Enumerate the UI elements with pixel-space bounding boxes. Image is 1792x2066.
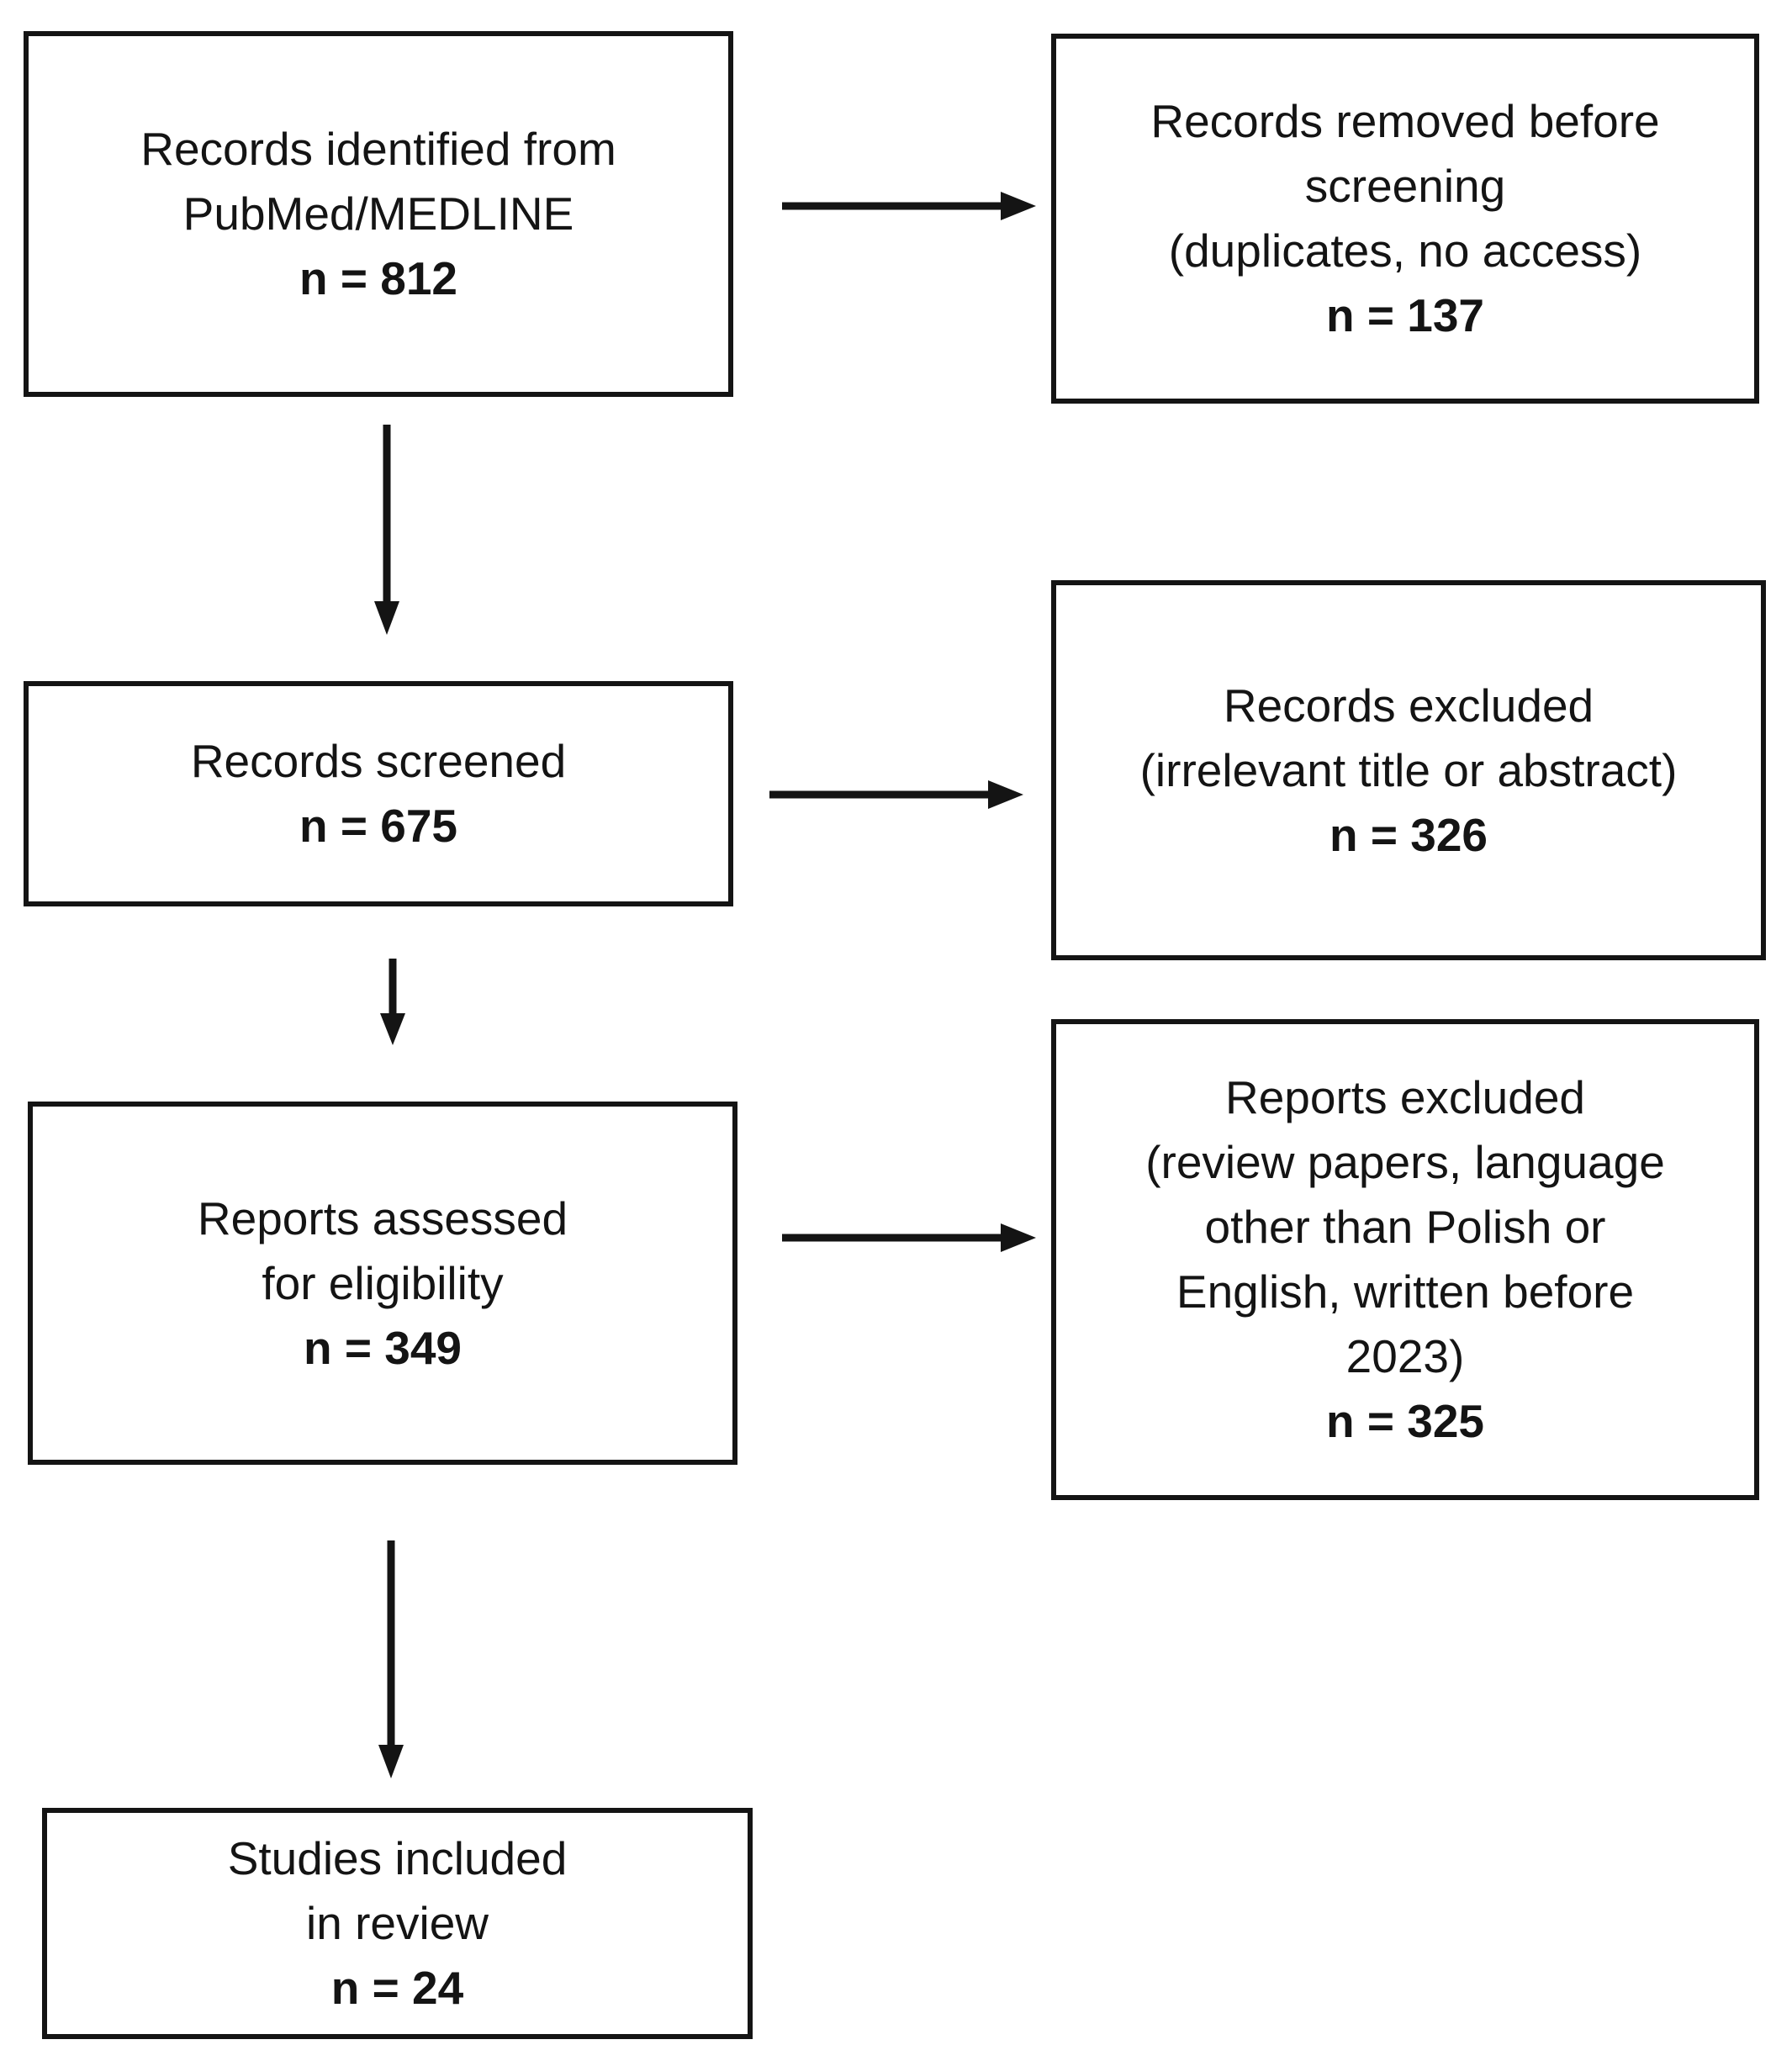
- box-text-line: 2023): [1345, 1330, 1465, 1382]
- box-text-line: PubMed/MEDLINE: [182, 188, 574, 240]
- box-text-line: in review: [305, 1897, 489, 1949]
- box-text-line: Records removed before: [1150, 95, 1660, 147]
- box-text-line: English, written before: [1176, 1265, 1635, 1318]
- box-text-line: Reports excluded: [1224, 1071, 1586, 1123]
- box-text-line: Records screened: [190, 735, 567, 787]
- arrow-identified-to-removed: [782, 192, 1036, 220]
- box-count: n = 812: [299, 252, 458, 304]
- arrow-screened-to-assessed: [380, 959, 405, 1045]
- box-text-line: other than Polish or: [1204, 1201, 1606, 1253]
- records-removed-box: Records removed before screening (duplic…: [1051, 34, 1759, 404]
- arrow-assessed-to-excluded: [782, 1223, 1036, 1252]
- box-text-line: (duplicates, no access): [1168, 225, 1642, 277]
- box-count: n = 325: [1325, 1395, 1485, 1447]
- arrow-identified-to-screened: [374, 425, 399, 635]
- box-text-line: (review papers, language: [1145, 1136, 1665, 1188]
- box-text-line: Reports assessed: [197, 1192, 568, 1244]
- box-text-line: screening: [1304, 160, 1506, 212]
- studies-included-box: Studies included in review n = 24: [42, 1808, 753, 2039]
- reports-excluded-box: Reports excluded (review papers, languag…: [1051, 1019, 1759, 1500]
- box-count: n = 326: [1329, 808, 1488, 861]
- box-text-line: (irrelevant title or abstract): [1139, 743, 1678, 796]
- box-count: n = 349: [303, 1321, 463, 1374]
- records-identified-box: Records identified from PubMed/MEDLINE n…: [24, 31, 733, 397]
- box-count: n = 24: [330, 1962, 464, 2014]
- arrow-assessed-to-included: [378, 1540, 404, 1778]
- box-text-line: for eligibility: [262, 1256, 504, 1309]
- reports-assessed-box: Reports assessed for eligibility n = 349: [28, 1102, 737, 1465]
- box-text-line: Studies included: [227, 1832, 568, 1884]
- records-excluded-box: Records excluded (irrelevant title or ab…: [1051, 580, 1766, 960]
- box-count: n = 137: [1325, 289, 1485, 341]
- arrow-screened-to-excluded: [769, 780, 1023, 809]
- records-screened-box: Records screened n = 675: [24, 681, 733, 906]
- box-text-line: Records identified from: [140, 123, 616, 175]
- box-count: n = 675: [299, 800, 458, 852]
- box-text-line: Records excluded: [1223, 679, 1594, 732]
